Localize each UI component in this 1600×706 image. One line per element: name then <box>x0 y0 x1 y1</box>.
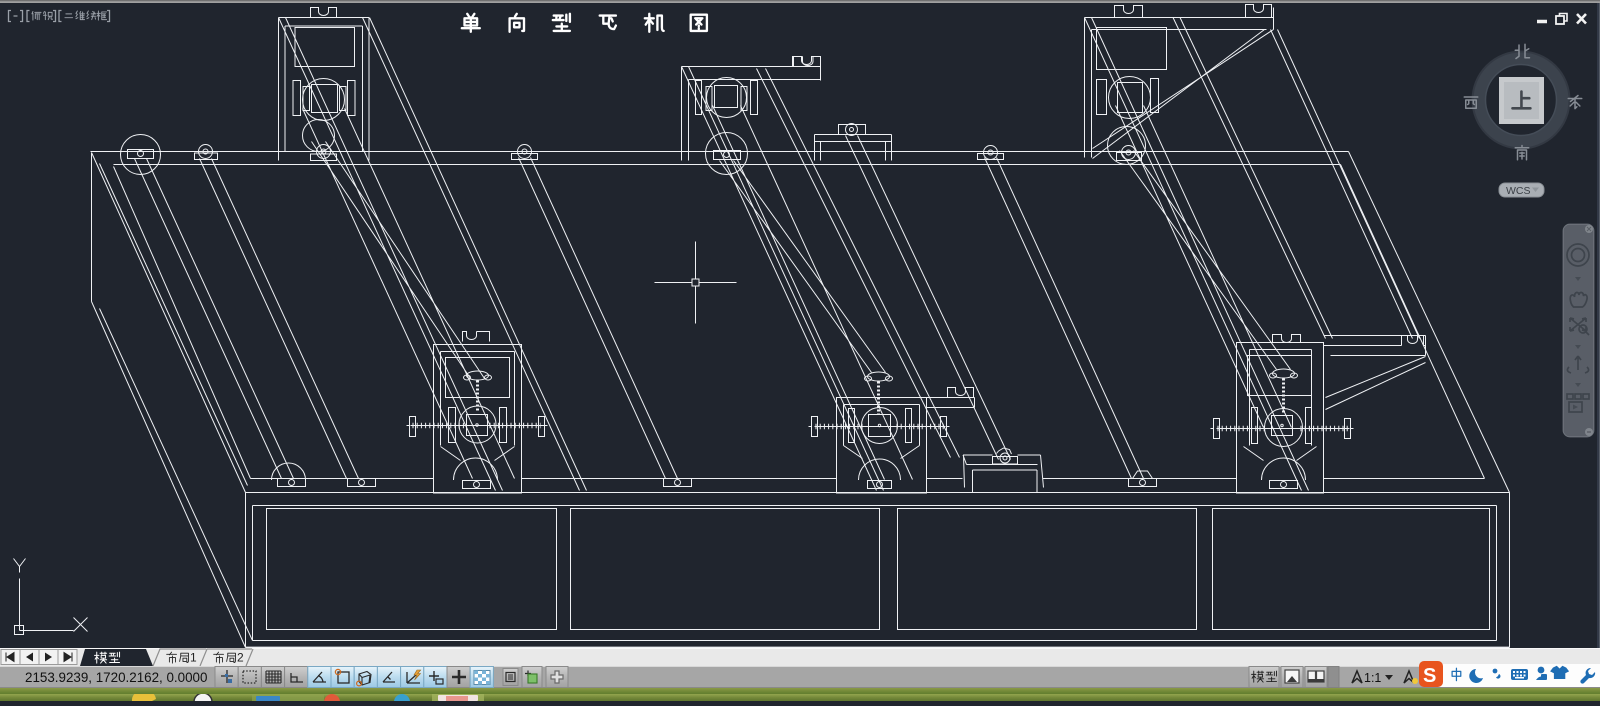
svg-text:S: S <box>1423 665 1436 687</box>
svg-text:1:1: 1:1 <box>1364 671 1381 685</box>
svg-text:2: 2 <box>237 651 244 665</box>
svg-text:1: 1 <box>190 651 197 665</box>
svg-text:WCS: WCS <box>1506 185 1531 197</box>
